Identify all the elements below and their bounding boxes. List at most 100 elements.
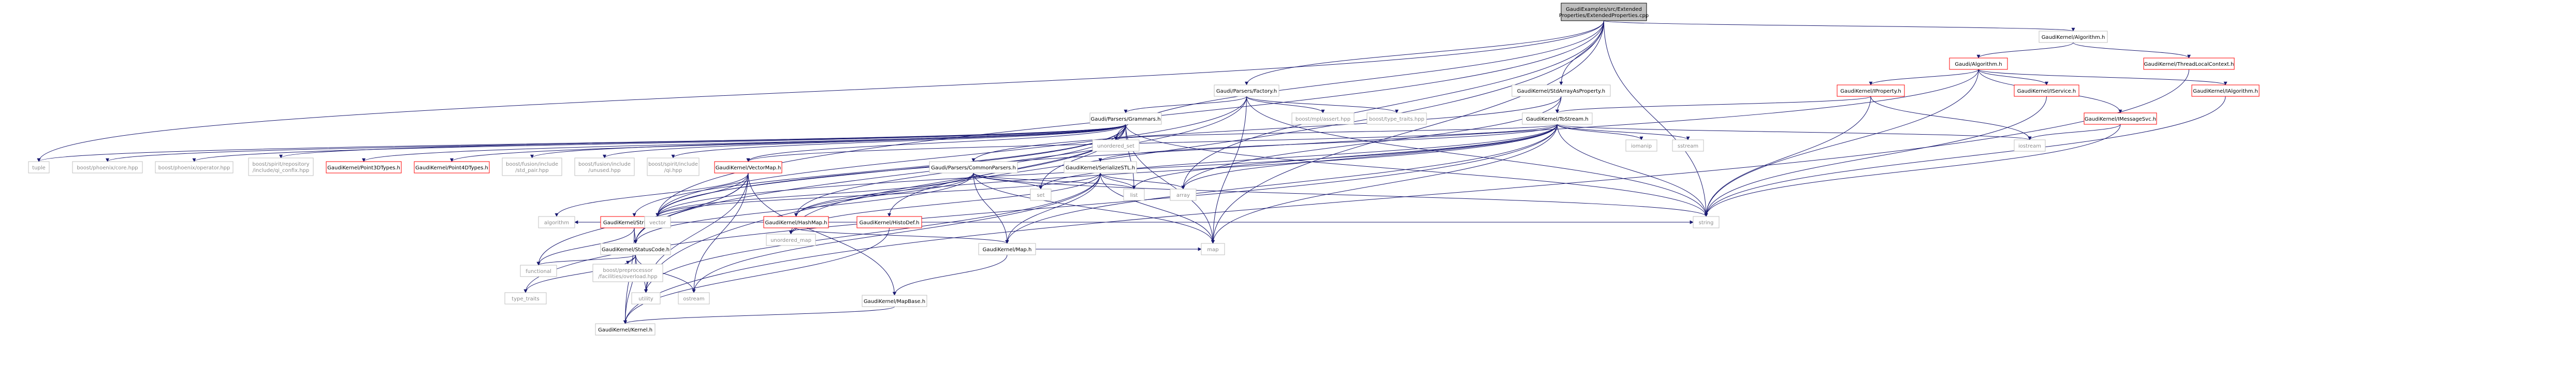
node-mapbase[interactable]: GaudiKernel/MapBase.h bbox=[862, 295, 927, 307]
node-threadlocal[interactable]: GaudiKernel/ThreadLocalContext.h bbox=[2143, 57, 2235, 70]
node-box bbox=[1214, 84, 1279, 97]
node-box bbox=[1366, 112, 1427, 125]
edge-vectormap-to-ostream bbox=[692, 172, 749, 293]
edge-parsers-factory-to-mpl-assert bbox=[1246, 96, 1325, 113]
edge-commonparsers-to-hashmap bbox=[794, 172, 974, 217]
edge-root-to-utility bbox=[644, 20, 1604, 293]
node-box bbox=[595, 323, 656, 336]
node-label: utility bbox=[638, 296, 653, 302]
node-iostream: iostream bbox=[2014, 139, 2046, 152]
node-unordered-set: unordered_set bbox=[1092, 139, 1140, 152]
node-fusion-pair: boost/fusion/include/std_pair.hpp bbox=[502, 157, 562, 176]
node-box bbox=[1030, 189, 1052, 201]
node-box bbox=[1672, 139, 1704, 152]
edge-vectormap-to-statuscode bbox=[634, 172, 749, 244]
node-grammars[interactable]: Gaudi/Parsers/Grammars.h bbox=[1089, 112, 1162, 125]
node-stdarrays[interactable]: GaudiKernel/StdArrayAsProperty.h bbox=[1511, 84, 1611, 97]
node-label: GaudiKernel/IProperty.h bbox=[1840, 89, 1901, 94]
node-label: /std_pair.hpp bbox=[515, 168, 549, 174]
node-box bbox=[2084, 112, 2157, 125]
edge-gk-map-to-mapbase bbox=[893, 254, 1008, 296]
node-tostream[interactable]: GaudiKernel/ToStream.h bbox=[1522, 112, 1593, 125]
node-spirit-repo: boost/spirit/repository/include/qi_confi… bbox=[248, 157, 314, 176]
node-label: boost/spirit/include bbox=[648, 162, 698, 167]
node-parsers-factory[interactable]: Gaudi/Parsers/Factory.h bbox=[1214, 84, 1279, 97]
node-label: GaudiKernel/IMessageSvc.h bbox=[2085, 117, 2156, 122]
edge-commonparsers-to-map bbox=[973, 172, 1215, 244]
node-box bbox=[1064, 161, 1137, 174]
node-label: boost/mpl/assert.hpp bbox=[1296, 117, 1350, 122]
node-root: GaudiExamples/src/ExtendedProperties/Ext… bbox=[1559, 3, 1649, 21]
node-label: GaudiKernel/IService.h bbox=[2017, 89, 2076, 94]
edge-commonparsers-to-set bbox=[973, 172, 1043, 190]
node-label: Gaudi/Parsers/CommonParsers.h bbox=[931, 165, 1016, 171]
node-hashmap[interactable]: GaudiKernel/HashMap.h bbox=[763, 216, 829, 228]
edge-statuscode-to-overload bbox=[626, 254, 636, 265]
node-string: string bbox=[1693, 216, 1720, 228]
node-mpl-assert: boost/mpl/assert.hpp bbox=[1291, 112, 1355, 125]
node-point4d[interactable]: GaudiKernel/Point4DTypes.h bbox=[414, 161, 490, 174]
node-box bbox=[1693, 216, 1720, 228]
edge-grammars-to-tuple bbox=[37, 124, 1126, 162]
node-label: Gaudi/Parsers/Grammars.h bbox=[1090, 117, 1160, 122]
node-label: GaudiKernel/HashMap.h bbox=[765, 220, 827, 226]
node-label: ostream bbox=[683, 296, 704, 302]
node-label: GaudiKernel/ThreadLocalContext.h bbox=[2144, 62, 2234, 67]
edge-imessagesvc-to-iostream bbox=[2028, 124, 2121, 140]
edge-tostream-to-type-traits bbox=[523, 124, 1558, 293]
edge-parsers-factory-to-type-traits-hpp bbox=[1246, 96, 1399, 113]
node-commonparsers[interactable]: Gaudi/Parsers/CommonParsers.h bbox=[929, 161, 1018, 174]
node-iproperty[interactable]: GaudiKernel/IProperty.h bbox=[1837, 84, 1905, 97]
node-serializestl[interactable]: GaudiKernel/SerializeSTL.h bbox=[1064, 161, 1137, 174]
node-algorithm-h[interactable]: GaudiKernel/Algorithm.h bbox=[2039, 31, 2108, 43]
node-label: boost/type_traits.hpp bbox=[1369, 117, 1424, 122]
node-label: GaudiKernel/IAlgorithm.h bbox=[2193, 89, 2258, 94]
edge-gaudi-algorithm-to-iservice bbox=[1978, 69, 2048, 85]
node-label: GaudiKernel/StdArrayAsProperty.h bbox=[1517, 89, 1605, 94]
node-box bbox=[862, 295, 927, 307]
edge-statuscode-to-type-traits bbox=[523, 254, 636, 293]
node-iservice[interactable]: GaudiKernel/IService.h bbox=[2014, 84, 2079, 97]
node-label: boost/fusion/include bbox=[578, 162, 631, 167]
node-box bbox=[1092, 139, 1140, 152]
node-label: boost/phoenix/operator.hpp bbox=[158, 165, 230, 171]
node-gaudi-algorithm[interactable]: Gaudi/Algorithm.h bbox=[1949, 57, 2008, 70]
node-box bbox=[504, 292, 547, 305]
edge-commonparsers-to-gk-map bbox=[973, 172, 1009, 244]
edge-grammars-to-list bbox=[1125, 124, 1136, 190]
node-histodef[interactable]: GaudiKernel/HistoDef.h bbox=[856, 216, 922, 228]
node-map: map bbox=[1201, 243, 1225, 255]
edge-grammars-to-point3d bbox=[362, 124, 1126, 162]
node-gk-map[interactable]: GaudiKernel/Map.h bbox=[978, 243, 1036, 255]
node-label: GaudiExamples/src/Extended bbox=[1566, 7, 1642, 12]
node-label: GaudiKernel/Algorithm.h bbox=[2042, 35, 2105, 40]
edge-root-to-tuple bbox=[37, 20, 1604, 162]
edge-parsers-factory-to-vector bbox=[656, 96, 1247, 217]
node-box bbox=[2191, 84, 2260, 97]
node-box bbox=[1522, 112, 1593, 125]
edge-grammars-to-set bbox=[1039, 124, 1126, 190]
node-box bbox=[1561, 3, 1647, 21]
node-label: GaudiKernel/Point4DTypes.h bbox=[415, 165, 488, 171]
edge-tostream-to-serializestl bbox=[1098, 124, 1558, 162]
edge-hashmap-to-gk-map bbox=[796, 227, 1009, 244]
edge-commonparsers-to-list bbox=[973, 172, 1136, 190]
node-label: algorithm bbox=[544, 220, 569, 226]
node-label: Properties/ExtendedProperties.cpp bbox=[1559, 13, 1649, 19]
node-imessagesvc[interactable]: GaudiKernel/IMessageSvc.h bbox=[2084, 112, 2157, 125]
node-label: iostream bbox=[2018, 143, 2041, 149]
node-vectormap[interactable]: GaudiKernel/VectorMap.h bbox=[714, 161, 782, 174]
node-point3d[interactable]: GaudiKernel/Point3DTypes.h bbox=[326, 161, 402, 174]
edge-grammars-to-fusion-unused bbox=[603, 124, 1126, 158]
node-tuple: tuple bbox=[28, 161, 50, 174]
node-ialgorithm[interactable]: GaudiKernel/IAlgorithm.h bbox=[2191, 84, 2260, 97]
edge-iproperty-to-string bbox=[1704, 96, 1871, 217]
node-type-traits: type_traits bbox=[504, 292, 547, 305]
node-box bbox=[414, 161, 490, 174]
node-box bbox=[647, 157, 700, 176]
node-statuscode[interactable]: GaudiKernel/StatusCode.h bbox=[600, 243, 671, 255]
node-kernel[interactable]: GaudiKernel/Kernel.h bbox=[595, 323, 656, 336]
node-label: functional bbox=[526, 269, 551, 275]
node-box bbox=[1291, 112, 1355, 125]
